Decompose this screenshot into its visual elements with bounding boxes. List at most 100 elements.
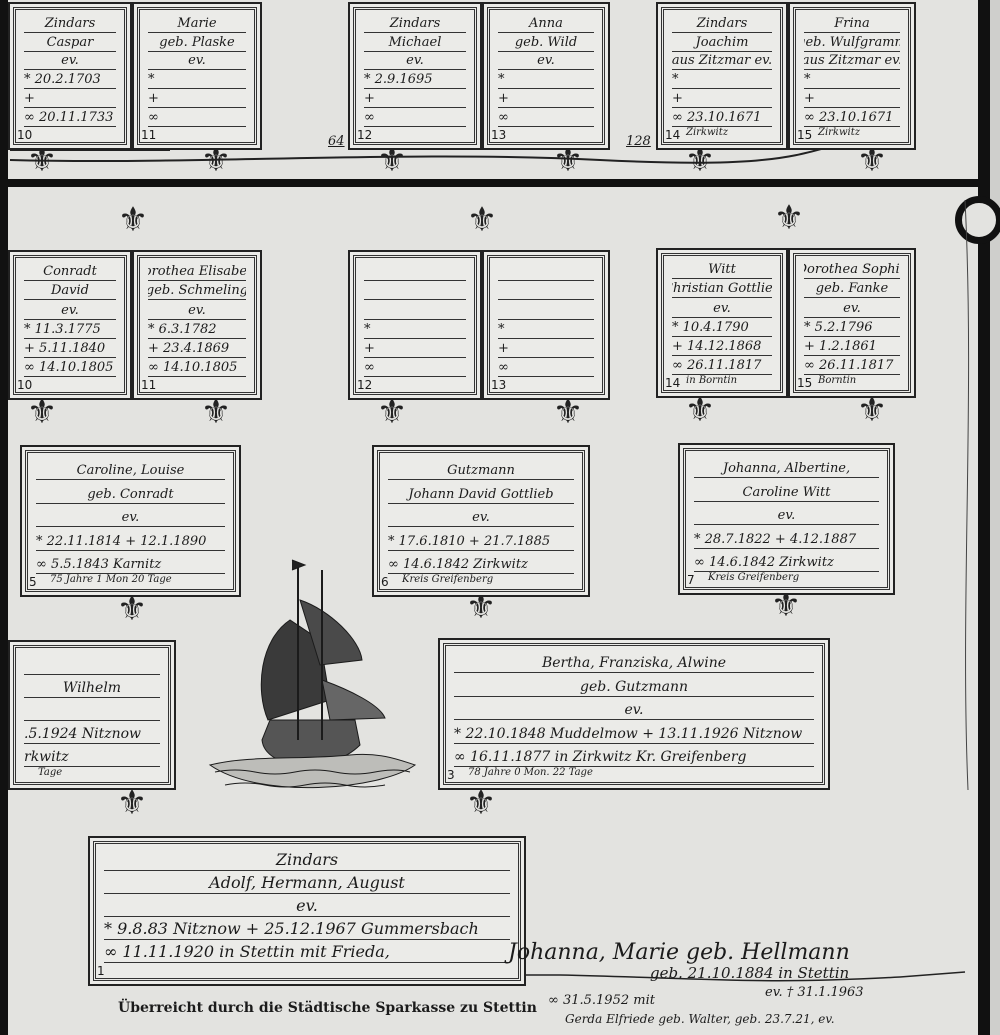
card-name-line: Caroline Witt	[694, 478, 879, 502]
fleur-de-lis-icon: ⚜	[465, 783, 497, 823]
card-name-line	[364, 262, 466, 282]
card-date-line: + 14.12.1868	[672, 337, 772, 356]
card-religion-line: ev.	[672, 298, 772, 318]
spouse-name-note: Johanna, Marie geb. Hellmann	[508, 940, 850, 965]
fleur-de-lis-icon: ⚜	[466, 200, 498, 240]
card-date-line: *	[498, 70, 594, 90]
card-number: 5	[29, 575, 37, 589]
card-date-line: +	[364, 339, 466, 358]
card-religion-line: aus Zitzmar ev.	[804, 53, 900, 71]
card-note	[24, 377, 116, 390]
generation-label: 64	[328, 134, 345, 149]
card-date-line: *	[498, 320, 594, 339]
card-religion-line: ev.	[24, 300, 116, 320]
card-note: 78 Jahre 0 Mon. 22 Tage	[468, 767, 593, 779]
card-number: 3	[447, 768, 455, 782]
card-date-line: * 6.3.1782	[148, 320, 246, 339]
card-date-line: ∞	[498, 108, 594, 127]
card-date-line: * 2.9.1695	[364, 70, 466, 90]
card-date-line: ∞ 14.10.1805	[148, 358, 246, 378]
card-name-line	[498, 262, 594, 282]
remarriage-note: ∞ 31.5.1952 mit	[548, 993, 655, 1008]
card-note	[148, 127, 246, 140]
card-date-line: * 10.4.1790	[672, 318, 772, 337]
card-date-line: *	[364, 320, 466, 339]
card-name-line: Zindars	[364, 14, 466, 33]
footer-presented-by: Überreicht durch die Städtische Sparkass…	[118, 1000, 537, 1016]
card-name-line: David	[24, 281, 116, 301]
spouse-birth-note: geb. 21.10.1884 in Stettin	[650, 964, 850, 982]
card-note: Tage	[38, 767, 63, 778]
card-number: 6	[381, 575, 389, 589]
card-religion-line	[24, 698, 160, 721]
card-number: 7	[687, 573, 695, 587]
card-name-line: geb. Schmeling	[148, 281, 246, 301]
card-date-line: ∞ 23.10.1671	[672, 108, 772, 127]
card-note	[498, 377, 594, 390]
card-religion-line: ev.	[24, 52, 116, 71]
card-date-line: ∞ 5.5.1843 Karnitz	[36, 551, 225, 575]
card-religion-line: ev.	[104, 894, 510, 917]
card-name-line	[498, 281, 594, 301]
fleur-de-lis-icon: ⚜	[116, 589, 148, 629]
card-name-line: Anna	[498, 14, 594, 33]
card-name-line: Zindars	[672, 14, 772, 33]
card-note: in Borntin	[686, 375, 738, 387]
card-date-line: * 20.2.1703	[24, 70, 116, 90]
card-date-line: +	[148, 89, 246, 109]
card-name-line: geb. Plaske	[148, 33, 246, 52]
card-date-line: ∞	[364, 108, 466, 127]
card-note: Kreis Greifenberg	[402, 574, 494, 586]
card-date-line: * 11.3.1775	[24, 320, 116, 339]
card-number: 13	[491, 128, 507, 142]
card-date-line: * 22.11.1814 + 12.1.1890	[36, 527, 225, 551]
card-religion-line: aus Zitzmar ev.	[672, 53, 772, 71]
page-margin-right	[990, 0, 1000, 1035]
card-name-line: geb. Wulfgramm	[804, 34, 900, 52]
card-number: 14	[665, 376, 681, 390]
card-date-line: +	[804, 89, 900, 109]
card-name-line: Michael	[364, 33, 466, 52]
card-date-line: ∞ 16.11.1877 in Zirkwitz Kr. Greifenberg	[454, 744, 814, 768]
card-date-line: +	[498, 89, 594, 109]
card-date-line: * 28.7.1822 + 4.12.1887	[694, 525, 879, 549]
card-religion-line: ev.	[364, 52, 466, 71]
fleur-de-lis-icon: ⚜	[116, 783, 148, 823]
card-frame: *+∞13	[487, 255, 605, 395]
second-spouse-note: Gerda Elfriede geb. Walter, geb. 23.7.21…	[565, 1012, 835, 1026]
card-number: 11	[141, 378, 157, 392]
card-number: 12	[357, 378, 373, 392]
card-date-line: +	[672, 89, 772, 109]
card-date-line: ∞	[148, 108, 246, 127]
card-date-line: *	[148, 70, 246, 90]
card-name-line: Caspar	[24, 33, 116, 52]
fleur-de-lis-icon: ⚜	[552, 392, 584, 432]
card-name-line: Johann David Gottlieb	[388, 480, 574, 504]
card-date-line: ∞ 11.11.1920 in Stettin mit Frieda,	[104, 940, 510, 963]
fleur-de-lis-icon: ⚜	[856, 390, 888, 430]
ship-illustration	[208, 559, 417, 789]
card-date-line: * 17.6.1810 + 21.7.1885	[388, 527, 574, 551]
fleur-de-lis-icon: ⚜	[684, 390, 716, 430]
card-date-line: ∞	[498, 358, 594, 378]
card-note: Kreis Greifenberg	[708, 572, 800, 584]
page-edge-right	[978, 0, 990, 1035]
card-name-line: Adolf, Hermann, August	[104, 871, 510, 894]
card-date-line: *	[672, 70, 772, 90]
card-name-line	[24, 652, 160, 675]
